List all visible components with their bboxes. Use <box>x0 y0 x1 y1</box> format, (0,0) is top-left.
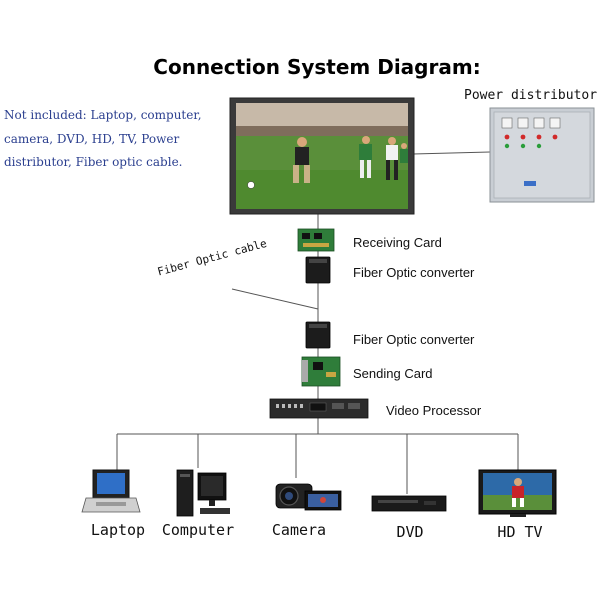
sending-card-label: Sending Card <box>353 366 433 381</box>
sending-card-icon <box>301 356 341 387</box>
dvd-label: DVD <box>396 523 424 541</box>
led-screen-icon <box>229 97 415 215</box>
receiving-card-label: Receiving Card <box>353 235 442 250</box>
camera-icon <box>275 483 342 511</box>
line-fiber-cable <box>231 288 319 310</box>
computer-icon <box>176 469 230 517</box>
video-processor-label: Video Processor <box>386 403 482 418</box>
fiber-converter-icon <box>305 321 331 349</box>
computer-label: Computer <box>161 521 235 539</box>
tv-icon <box>478 469 557 517</box>
receiving-card-icon <box>297 228 335 252</box>
dvd-player-icon <box>371 495 447 512</box>
line-screen-to-power <box>412 151 491 155</box>
fiber-converter-icon <box>305 256 331 284</box>
hdtv-label: HD TV <box>497 523 543 541</box>
power-cabinet-icon <box>489 107 595 203</box>
laptop-label: Laptop <box>90 521 146 539</box>
video-processor-icon <box>269 398 369 419</box>
page-title: Connection System Diagram: <box>153 55 481 79</box>
camera-label: Camera <box>271 521 327 539</box>
fiber-converter-top-label: Fiber Optic converter <box>353 265 475 280</box>
not-included-note: Not included: Laptop, computer, camera, … <box>4 108 202 169</box>
laptop-icon <box>81 469 141 513</box>
fiber-converter-bottom-label: Fiber Optic converter <box>353 332 475 347</box>
power-distributor-label: Power distributor <box>464 88 598 103</box>
